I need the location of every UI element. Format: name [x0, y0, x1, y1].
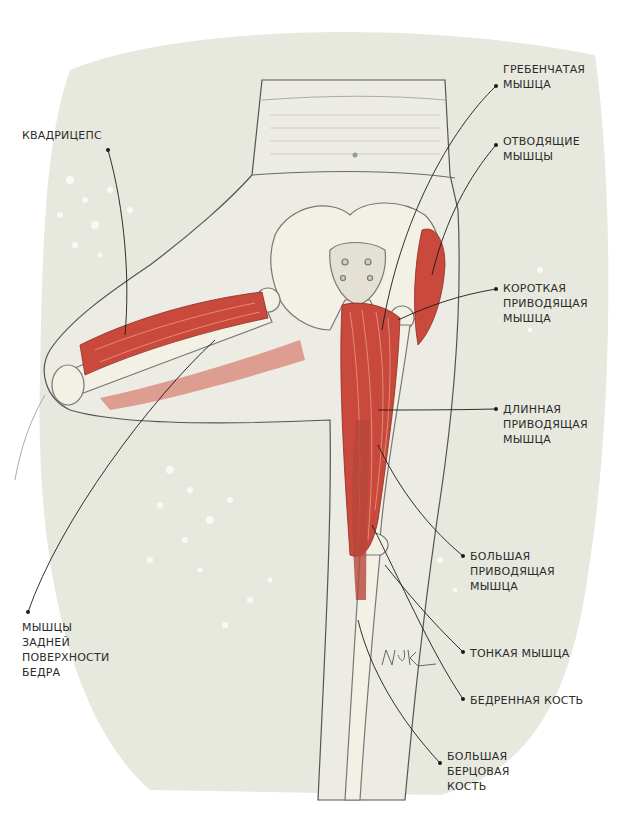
muscle-label: МЫШЦЫ ЗАДНЕЙ ПОВЕРХНОСТИ БЕДРА	[22, 620, 109, 680]
muscle-label: КВАДРИЦЕПС	[22, 128, 102, 143]
muscle-label: БОЛЬШАЯ ПРИВОДЯЩАЯ МЫШЦА	[470, 549, 555, 594]
muscle-label: КОРОТКАЯ ПРИВОДЯЩАЯ МЫШЦА	[503, 281, 588, 326]
muscle-label: БОЛЬШАЯ БЕРЦОВАЯ КОСТЬ	[447, 749, 510, 794]
muscle-label: ОТВОДЯЩИЕ МЫШЦЫ	[503, 134, 580, 164]
waistband	[252, 96, 455, 178]
muscle-label: ТОНКАЯ МЫШЦА	[470, 646, 570, 661]
artist-signature	[382, 650, 436, 666]
hamstring-muscle	[100, 340, 305, 410]
lower-leg-outline	[15, 395, 45, 480]
muscle-label: ГРЕБЕНЧАТАЯ МЫШЦА	[503, 62, 585, 92]
adductor-muscles	[341, 303, 400, 600]
body-outline	[44, 80, 459, 800]
muscle-label: ДЛИННАЯ ПРИВОДЯЩАЯ МЫШЦА	[503, 402, 588, 447]
muscle-label: БЕДРЕННАЯ КОСТЬ	[470, 693, 583, 708]
